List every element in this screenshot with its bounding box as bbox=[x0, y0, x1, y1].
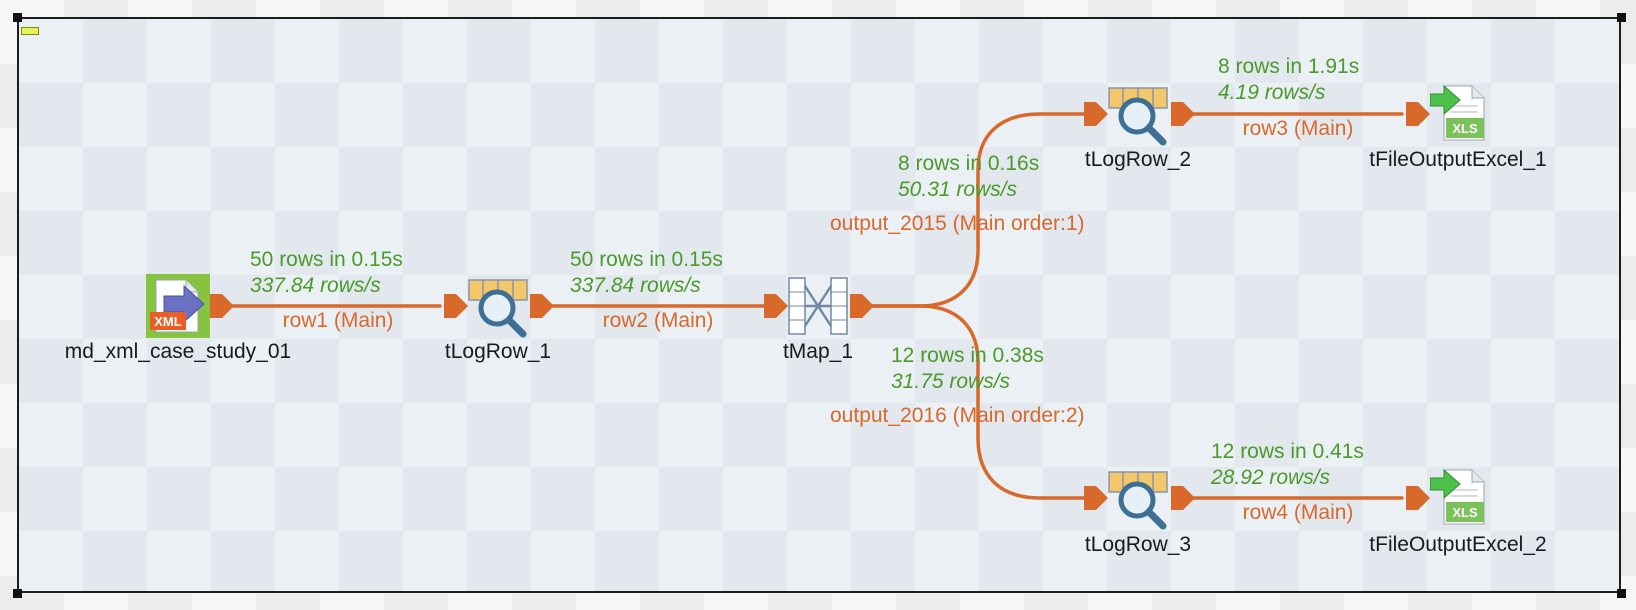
component-label-excel2: tFileOutputExcel_2 bbox=[1369, 533, 1547, 556]
link-output-2016[interactable] bbox=[870, 304, 1102, 500]
component-label-log1: tLogRow_1 bbox=[444, 340, 552, 363]
row1-label[interactable]: row1 (Main) bbox=[282, 309, 394, 332]
row4-stats: 12 rows in 0.41s bbox=[1211, 440, 1364, 463]
row4-label[interactable]: row4 (Main) bbox=[1242, 501, 1354, 524]
component-tfileoutputexcel-2[interactable]: XLS bbox=[1430, 466, 1494, 530]
component-md-xml-case-study-01[interactable]: XML bbox=[146, 274, 210, 338]
row2-label[interactable]: row2 (Main) bbox=[602, 309, 714, 332]
row4-rate: 28.92 rows/s bbox=[1211, 466, 1331, 489]
xml-badge: XML bbox=[154, 314, 182, 329]
excel-output-icon: XLS bbox=[1430, 84, 1485, 141]
input-port-log3[interactable] bbox=[1084, 486, 1108, 510]
output-port-log1[interactable] bbox=[530, 294, 554, 318]
xls-badge: XLS bbox=[1452, 121, 1478, 136]
xml-input-icon: XML bbox=[146, 274, 210, 338]
output-2016-label[interactable]: output_2016 (Main order:2) bbox=[830, 404, 1085, 427]
output-port-log3[interactable] bbox=[1171, 486, 1195, 510]
input-port-excel1[interactable] bbox=[1406, 102, 1430, 126]
input-port-excel2[interactable] bbox=[1406, 486, 1430, 510]
row3-stats: 8 rows in 1.91s bbox=[1218, 55, 1360, 78]
link-output-2015[interactable] bbox=[870, 112, 1102, 308]
subjob-collapse-marker[interactable] bbox=[21, 27, 39, 35]
component-label-source: md_xml_case_study_01 bbox=[64, 340, 292, 363]
row2-rate: 337.84 rows/s bbox=[570, 274, 701, 297]
log-row-icon bbox=[468, 279, 528, 338]
input-port-map1[interactable] bbox=[764, 294, 788, 318]
row3-rate: 4.19 rows/s bbox=[1218, 81, 1326, 104]
component-tlogrow-3[interactable] bbox=[1107, 466, 1171, 530]
input-port-log2[interactable] bbox=[1084, 102, 1108, 126]
log-row-icon bbox=[1108, 471, 1168, 530]
resize-handle-bottom-left[interactable] bbox=[13, 589, 22, 598]
row1-stats: 50 rows in 0.15s bbox=[250, 248, 403, 271]
row2-stats: 50 rows in 0.15s bbox=[570, 248, 723, 271]
xls-badge: XLS bbox=[1452, 505, 1478, 520]
output-port-map1[interactable] bbox=[850, 294, 874, 318]
resize-handle-top-left[interactable] bbox=[13, 13, 22, 22]
component-label-excel1: tFileOutputExcel_1 bbox=[1369, 148, 1547, 171]
component-label-map1: tMap_1 bbox=[782, 340, 854, 363]
resize-handle-bottom-right[interactable] bbox=[1617, 589, 1626, 598]
component-tlogrow-2[interactable] bbox=[1107, 82, 1171, 146]
row1-rate: 337.84 rows/s bbox=[250, 274, 381, 297]
log-row-icon bbox=[1108, 87, 1168, 146]
component-tfileoutputexcel-1[interactable]: XLS bbox=[1430, 82, 1494, 146]
output-2016-stats: 12 rows in 0.38s bbox=[891, 344, 1044, 367]
excel-output-icon: XLS bbox=[1430, 468, 1485, 525]
input-port-log1[interactable] bbox=[444, 294, 468, 318]
component-tmap-1[interactable] bbox=[787, 274, 851, 338]
output-2015-stats: 8 rows in 0.16s bbox=[898, 152, 1040, 175]
output-port-log2[interactable] bbox=[1171, 102, 1195, 126]
output-2016-rate: 31.75 rows/s bbox=[891, 370, 1011, 393]
output-2015-label[interactable]: output_2015 (Main order:1) bbox=[830, 212, 1085, 235]
resize-handle-top-right[interactable] bbox=[1617, 13, 1626, 22]
output-port-source[interactable] bbox=[210, 294, 234, 318]
component-label-log2: tLogRow_2 bbox=[1084, 148, 1192, 171]
tmap-icon bbox=[788, 277, 848, 335]
output-2015-rate: 50.31 rows/s bbox=[898, 178, 1018, 201]
component-label-log3: tLogRow_3 bbox=[1084, 533, 1192, 556]
row3-label[interactable]: row3 (Main) bbox=[1242, 117, 1354, 140]
component-tlogrow-1[interactable] bbox=[467, 274, 531, 338]
